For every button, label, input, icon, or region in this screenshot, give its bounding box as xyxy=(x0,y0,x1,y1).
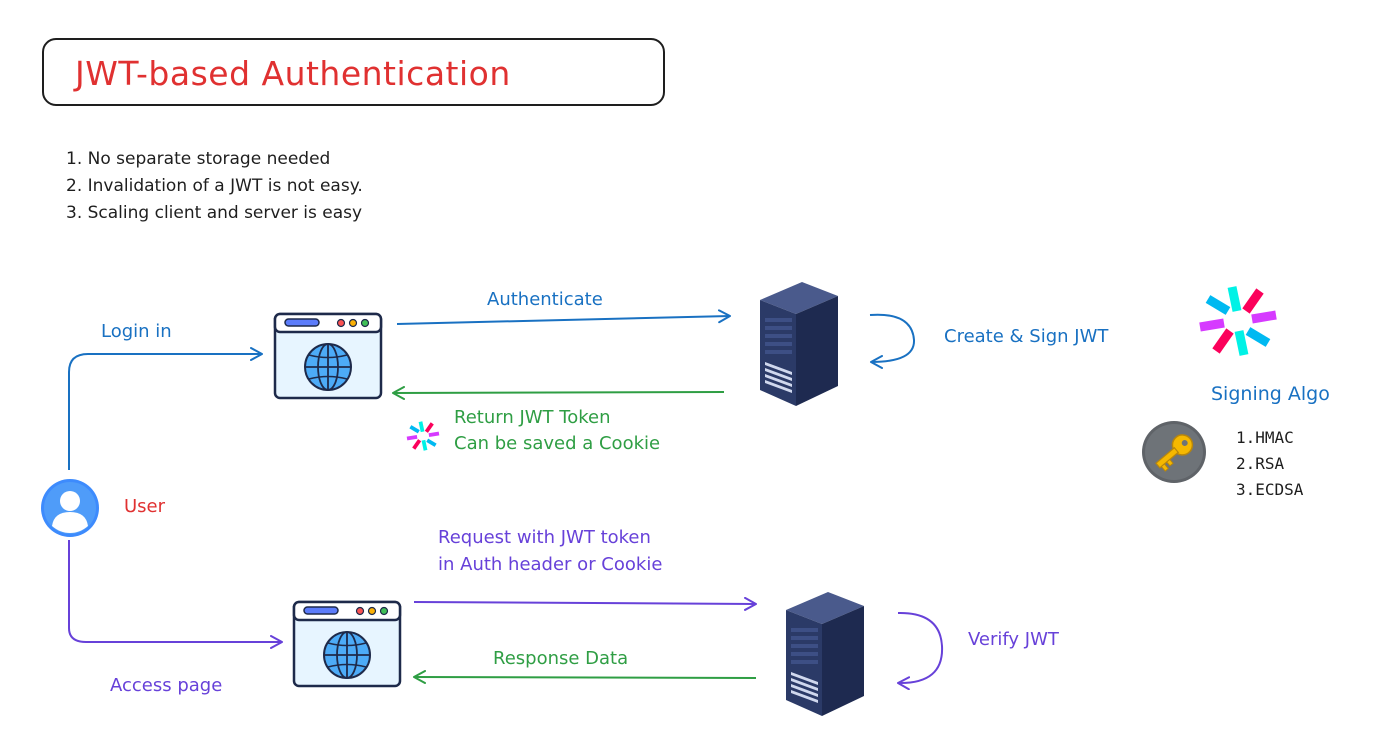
login-label: Login in xyxy=(101,321,172,342)
server-icon xyxy=(760,282,838,406)
globe-icon xyxy=(304,343,352,391)
note-item: 3. Scaling client and server is easy xyxy=(66,203,363,223)
return-token-arrow xyxy=(392,385,725,400)
signing-algo-title: Signing Algo xyxy=(1211,383,1330,405)
signing-algo-item: 1.HMAC xyxy=(1236,428,1294,447)
request-arrow xyxy=(413,596,757,611)
access-page-label: Access page xyxy=(110,675,223,696)
user-label: User xyxy=(124,496,166,517)
signing-algo-item: 2.RSA xyxy=(1236,454,1285,473)
browser-icon xyxy=(273,312,383,400)
authenticate-label: Authenticate xyxy=(487,289,603,310)
server-icon xyxy=(786,592,864,716)
note-item: 2. Invalidation of a JWT is not easy. xyxy=(66,176,363,196)
globe-icon xyxy=(323,631,371,679)
user-icon xyxy=(41,479,99,537)
return-token-line: Return JWT Token xyxy=(454,407,611,428)
access-connector xyxy=(68,540,283,649)
verify-jwt-label: Verify JWT xyxy=(968,629,1059,650)
request-line: in Auth header or Cookie xyxy=(438,554,663,575)
response-data-label: Response Data xyxy=(493,648,629,669)
page-title: JWT-based Authentication xyxy=(75,54,511,93)
response-arrow xyxy=(413,670,757,685)
title-box xyxy=(42,38,665,106)
signing-algo-item: 3.ECDSA xyxy=(1236,480,1304,499)
jwt-logo-icon xyxy=(1199,286,1277,356)
request-line: Request with JWT token xyxy=(438,527,651,548)
key-icon xyxy=(1142,421,1206,483)
login-connector xyxy=(68,347,263,470)
return-token-line: Can be saved a Cookie xyxy=(454,433,661,454)
return-token-label: Return JWT Token Can be saved a Cookie xyxy=(454,405,660,457)
notes-list: 1. No separate storage needed 2. Invalid… xyxy=(66,146,363,227)
signing-algo-list: 1.HMAC 2.RSA 3.ECDSA xyxy=(1236,425,1303,503)
verify-loop xyxy=(897,611,944,691)
jwt-logo-icon xyxy=(406,421,440,451)
request-label: Request with JWT token in Auth header or… xyxy=(438,524,662,578)
create-sign-label: Create & Sign JWT xyxy=(944,326,1109,347)
create-sign-loop xyxy=(869,313,916,369)
authenticate-arrow xyxy=(396,309,731,325)
note-item: 1. No separate storage needed xyxy=(66,149,331,169)
browser-icon xyxy=(292,600,402,688)
